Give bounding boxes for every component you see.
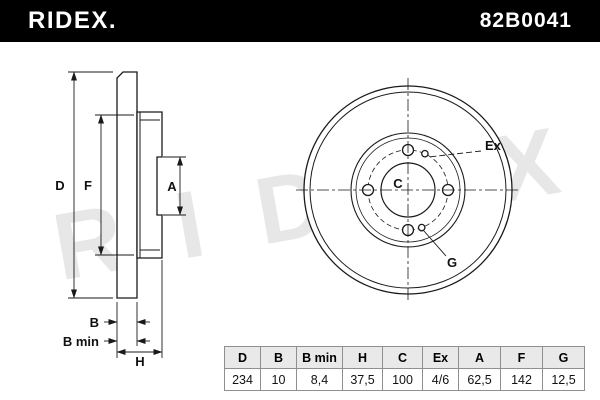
spec-value-ex: 4/6 — [422, 368, 459, 391]
spec-value-h: 37,5 — [342, 368, 383, 391]
part-number: 82B0041 — [479, 9, 572, 32]
spec-value-d: 234 — [224, 368, 261, 391]
cross-section-view — [116, 71, 163, 299]
spec-header-b-min: B min — [296, 346, 343, 369]
spec-value-c: 100 — [382, 368, 423, 391]
spec-header-f: F — [500, 346, 543, 369]
header-bar: RIDEX. 82B0041 — [0, 0, 600, 42]
label-c: C — [393, 176, 403, 191]
spec-value-b: 10 — [260, 368, 297, 391]
spec-value-row: 234 10 8,4 37,5 100 4/6 62,5 142 12,5 — [224, 368, 585, 391]
label-g: G — [447, 255, 457, 270]
spec-value-f: 142 — [500, 368, 543, 391]
label-h: H — [135, 354, 144, 369]
dimension-lines — [68, 71, 186, 358]
spec-header-ex: Ex — [422, 346, 459, 369]
locating-hole — [417, 223, 426, 232]
spec-header-g: G — [542, 346, 585, 369]
spec-header-a: A — [458, 346, 501, 369]
spec-table: D B B min H C Ex A F G 234 10 8,4 37,5 1… — [224, 346, 585, 391]
locating-hole — [421, 149, 429, 158]
dimension-labels: D F A B B min H — [55, 178, 177, 369]
disc-hat-profile — [136, 111, 163, 259]
brand-logo: RIDEX. — [28, 7, 118, 34]
label-f: F — [84, 178, 92, 193]
front-view — [296, 78, 520, 302]
spec-header-c: C — [382, 346, 423, 369]
label-b: B — [90, 315, 99, 330]
spec-value-b-min: 8,4 — [296, 368, 343, 391]
label-a: A — [167, 179, 177, 194]
spec-value-a: 62,5 — [458, 368, 501, 391]
label-b-min: B min — [63, 334, 99, 349]
spec-header-h: H — [342, 346, 383, 369]
spec-header-row: D B B min H C Ex A F G — [224, 346, 585, 369]
disc-ring-profile — [116, 71, 138, 299]
spec-value-g: 12,5 — [542, 368, 585, 391]
g-leader-line — [423, 230, 447, 257]
front-view-labels: C Ex G — [393, 138, 501, 270]
label-ex: Ex — [485, 138, 502, 153]
spec-header-b: B — [260, 346, 297, 369]
label-d: D — [55, 178, 64, 193]
spec-header-d: D — [224, 346, 261, 369]
